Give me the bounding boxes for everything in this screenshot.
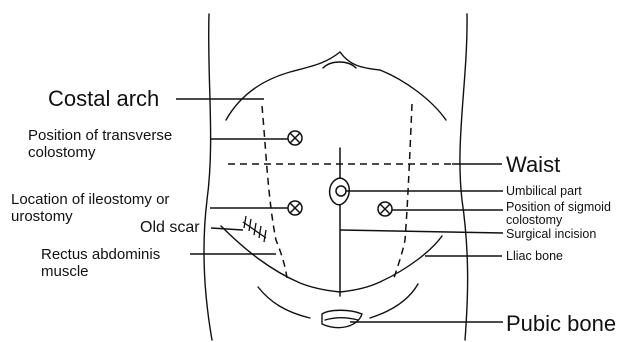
old-scar-mark [243,216,266,242]
label-pubic-bone: Pubic bone [506,311,616,336]
label-umbilical-part: Umbilical part [506,184,582,198]
torso-left-outline [204,14,212,340]
groin-right [340,236,442,292]
umbilical-part-marker [336,186,346,196]
ileostomy-marker [288,201,302,215]
sigmoid-colostomy-marker [378,202,392,216]
leader-surgical-incision [340,230,503,233]
label-costal-arch: Costal arch [48,86,159,111]
pubic-bone-shape-2 [325,318,358,320]
pubic-right-line [370,284,418,318]
label-iliac-bone: Lliac bone [506,249,563,263]
groin-left [221,226,340,292]
label-waist: Waist [506,152,560,177]
torso-right-outline [460,14,468,340]
leader-old-scar [211,228,243,230]
pubic-left-line [258,287,310,318]
label-sigmoid-colostomy: Position of sigmoid colostomy [506,201,628,226]
transverse-colostomy-marker [288,131,302,145]
label-surgical-incision: Surgical incision [506,227,596,241]
label-rectus-abdominis: Rectus abdominis muscle [41,246,191,281]
rectus-left-dashed [262,106,287,278]
label-transverse-colostomy: Position of transverse colostomy [28,127,204,162]
label-old-scar: Old scar [140,219,200,237]
